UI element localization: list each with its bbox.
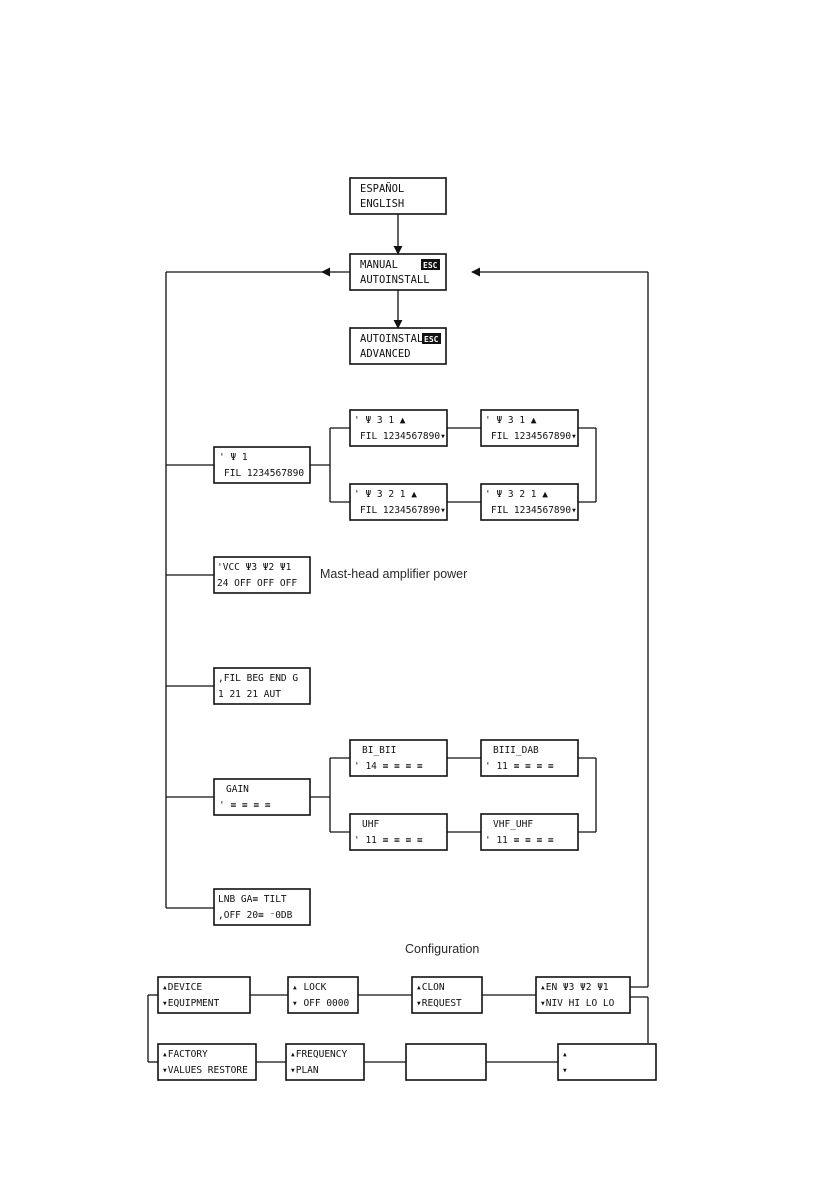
esc-badge-autoinstall	[422, 333, 441, 344]
clon-bottom: ▾REQUEST	[416, 998, 462, 1009]
blank2-bottom: ▾	[562, 1065, 568, 1076]
lnb-bottom: ,OFF 20≡ ⁻0DB	[218, 910, 293, 921]
fil-b-bottom: FIL 1234567890▾	[491, 431, 577, 442]
biii-dab-bottom: ' 11 ≡ ≡ ≡ ≡	[485, 761, 554, 772]
lcd-fil-a: ' Ψ 3 1 ▲ FIL 1234567890▾	[349, 409, 448, 447]
bi-bii-bottom: ' 14 ≡ ≡ ≡ ≡	[354, 761, 423, 772]
fil-a-bottom: FIL 1234567890▾	[360, 431, 446, 442]
fil-b-top: ' Ψ 3 1 ▲	[485, 415, 537, 426]
factory-top: ▴FACTORY	[162, 1049, 208, 1060]
lcd-vhf-uhf: VHF_UHF ' 11 ≡ ≡ ≡ ≡	[480, 813, 579, 851]
lcd-blank-2: ▴ ▾	[557, 1043, 657, 1081]
fil-main-bottom: FIL 1234567890	[224, 468, 304, 479]
en-bottom: ▾NIV HI LO LO	[540, 998, 615, 1009]
lcd-language: ESPAÑOL ENGLISH	[349, 177, 447, 215]
device-top: ▴DEVICE	[162, 982, 202, 993]
lcd-manual: MANUAL ESC AUTOINSTALL	[349, 253, 447, 291]
fil-d-bottom: FIL 1234567890▾	[491, 505, 577, 516]
lcd-gain: GAIN ' ≡ ≡ ≡ ≡	[213, 778, 311, 816]
esc-badge-manual	[421, 259, 440, 270]
manual-line1: MANUAL	[360, 259, 398, 271]
lnb-top: LNB GA≡ TILT	[218, 894, 287, 905]
lcd-uhf: UHF ' 11 ≡ ≡ ≡ ≡	[349, 813, 448, 851]
lcd-lock: ▴ LOCK ▾ OFF 0000	[287, 976, 359, 1014]
freq-top: ▴FREQUENCY	[290, 1049, 347, 1060]
lcd-fil-d: ' Ψ 3 2 1 ▲ FIL 1234567890▾	[480, 483, 579, 521]
gain-bottom: ' ≡ ≡ ≡ ≡	[219, 800, 271, 811]
vcc-top: 'VCC Ψ3 Ψ2 Ψ1	[217, 562, 292, 573]
lcd-clon: ▴CLON ▾REQUEST	[411, 976, 483, 1014]
beg-bottom: 1 21 21 AUT	[218, 689, 281, 700]
vhf-uhf-top: VHF_UHF	[493, 819, 533, 830]
lcd-en: ▴EN Ψ3 Ψ2 Ψ1 ▾NIV HI LO LO	[535, 976, 631, 1014]
language-line2: ENGLISH	[360, 198, 404, 210]
en-top: ▴EN Ψ3 Ψ2 Ψ1	[540, 982, 609, 993]
autoinstall-line2: ADVANCED	[360, 348, 411, 360]
gain-top: GAIN	[226, 784, 249, 795]
connectors	[147, 214, 649, 1063]
lcd-fil-c: ' Ψ 3 2 1 ▲ FIL 1234567890▾	[349, 483, 448, 521]
bi-bii-top: BI_BII	[362, 745, 396, 756]
lcd-fil-b: ' Ψ 3 1 ▲ FIL 1234567890▾	[480, 409, 579, 447]
clon-top: ▴CLON	[416, 982, 445, 993]
factory-bottom: ▾VALUES RESTORE	[162, 1065, 248, 1076]
vhf-uhf-bottom: ' 11 ≡ ≡ ≡ ≡	[485, 835, 554, 846]
lcd-blank-1	[405, 1043, 487, 1081]
uhf-top: UHF	[362, 819, 379, 830]
lcd-biii-dab: BIII_DAB ' 11 ≡ ≡ ≡ ≡	[480, 739, 579, 777]
fil-d-top: ' Ψ 3 2 1 ▲	[485, 489, 548, 500]
caption-configuration: Configuration	[405, 942, 479, 956]
lcd-fil-main: ' Ψ 1 FIL 1234567890	[213, 446, 311, 484]
language-line1: ESPAÑOL	[360, 182, 404, 195]
autoinstall-esc: ESC	[424, 335, 439, 344]
manual-esc: ESC	[423, 261, 438, 270]
lcd-autoinstall: AUTOINSTALL ESC ADVANCED	[349, 327, 447, 365]
lcd-bi-bii: BI_BII ' 14 ≡ ≡ ≡ ≡	[349, 739, 448, 777]
autoinstall-line1: AUTOINSTALL	[360, 333, 430, 345]
lock-top: ▴ LOCK	[292, 982, 327, 993]
lcd-factory: ▴FACTORY ▾VALUES RESTORE	[157, 1043, 257, 1081]
vcc-bottom: 24 OFF OFF OFF	[217, 578, 297, 589]
lcd-beg: ,FIL BEG END G 1 21 21 AUT	[213, 667, 311, 705]
fil-c-top: ' Ψ 3 2 1 ▲	[354, 489, 417, 500]
lcd-frequency: ▴FREQUENCY ▾PLAN	[285, 1043, 365, 1081]
blank2-top: ▴	[562, 1049, 568, 1060]
manual-line2: AUTOINSTALL	[360, 274, 430, 286]
biii-dab-top: BIII_DAB	[493, 745, 539, 756]
lcd-device: ▴DEVICE ▾EQUIPMENT	[157, 976, 251, 1014]
caption-mast-head: Mast-head amplifier power	[320, 567, 467, 581]
lcd-vcc: 'VCC Ψ3 Ψ2 Ψ1 24 OFF OFF OFF	[213, 556, 311, 594]
fil-c-bottom: FIL 1234567890▾	[360, 505, 446, 516]
uhf-bottom: ' 11 ≡ ≡ ≡ ≡	[354, 835, 423, 846]
device-bottom: ▾EQUIPMENT	[162, 998, 219, 1009]
lock-bottom: ▾ OFF 0000	[292, 998, 349, 1009]
freq-bottom: ▾PLAN	[290, 1065, 319, 1076]
lcd-lnb: LNB GA≡ TILT ,OFF 20≡ ⁻0DB	[213, 888, 311, 926]
beg-top: ,FIL BEG END G	[218, 673, 298, 684]
fil-a-top: ' Ψ 3 1 ▲	[354, 415, 406, 426]
fil-main-top: ' Ψ 1	[219, 452, 248, 463]
